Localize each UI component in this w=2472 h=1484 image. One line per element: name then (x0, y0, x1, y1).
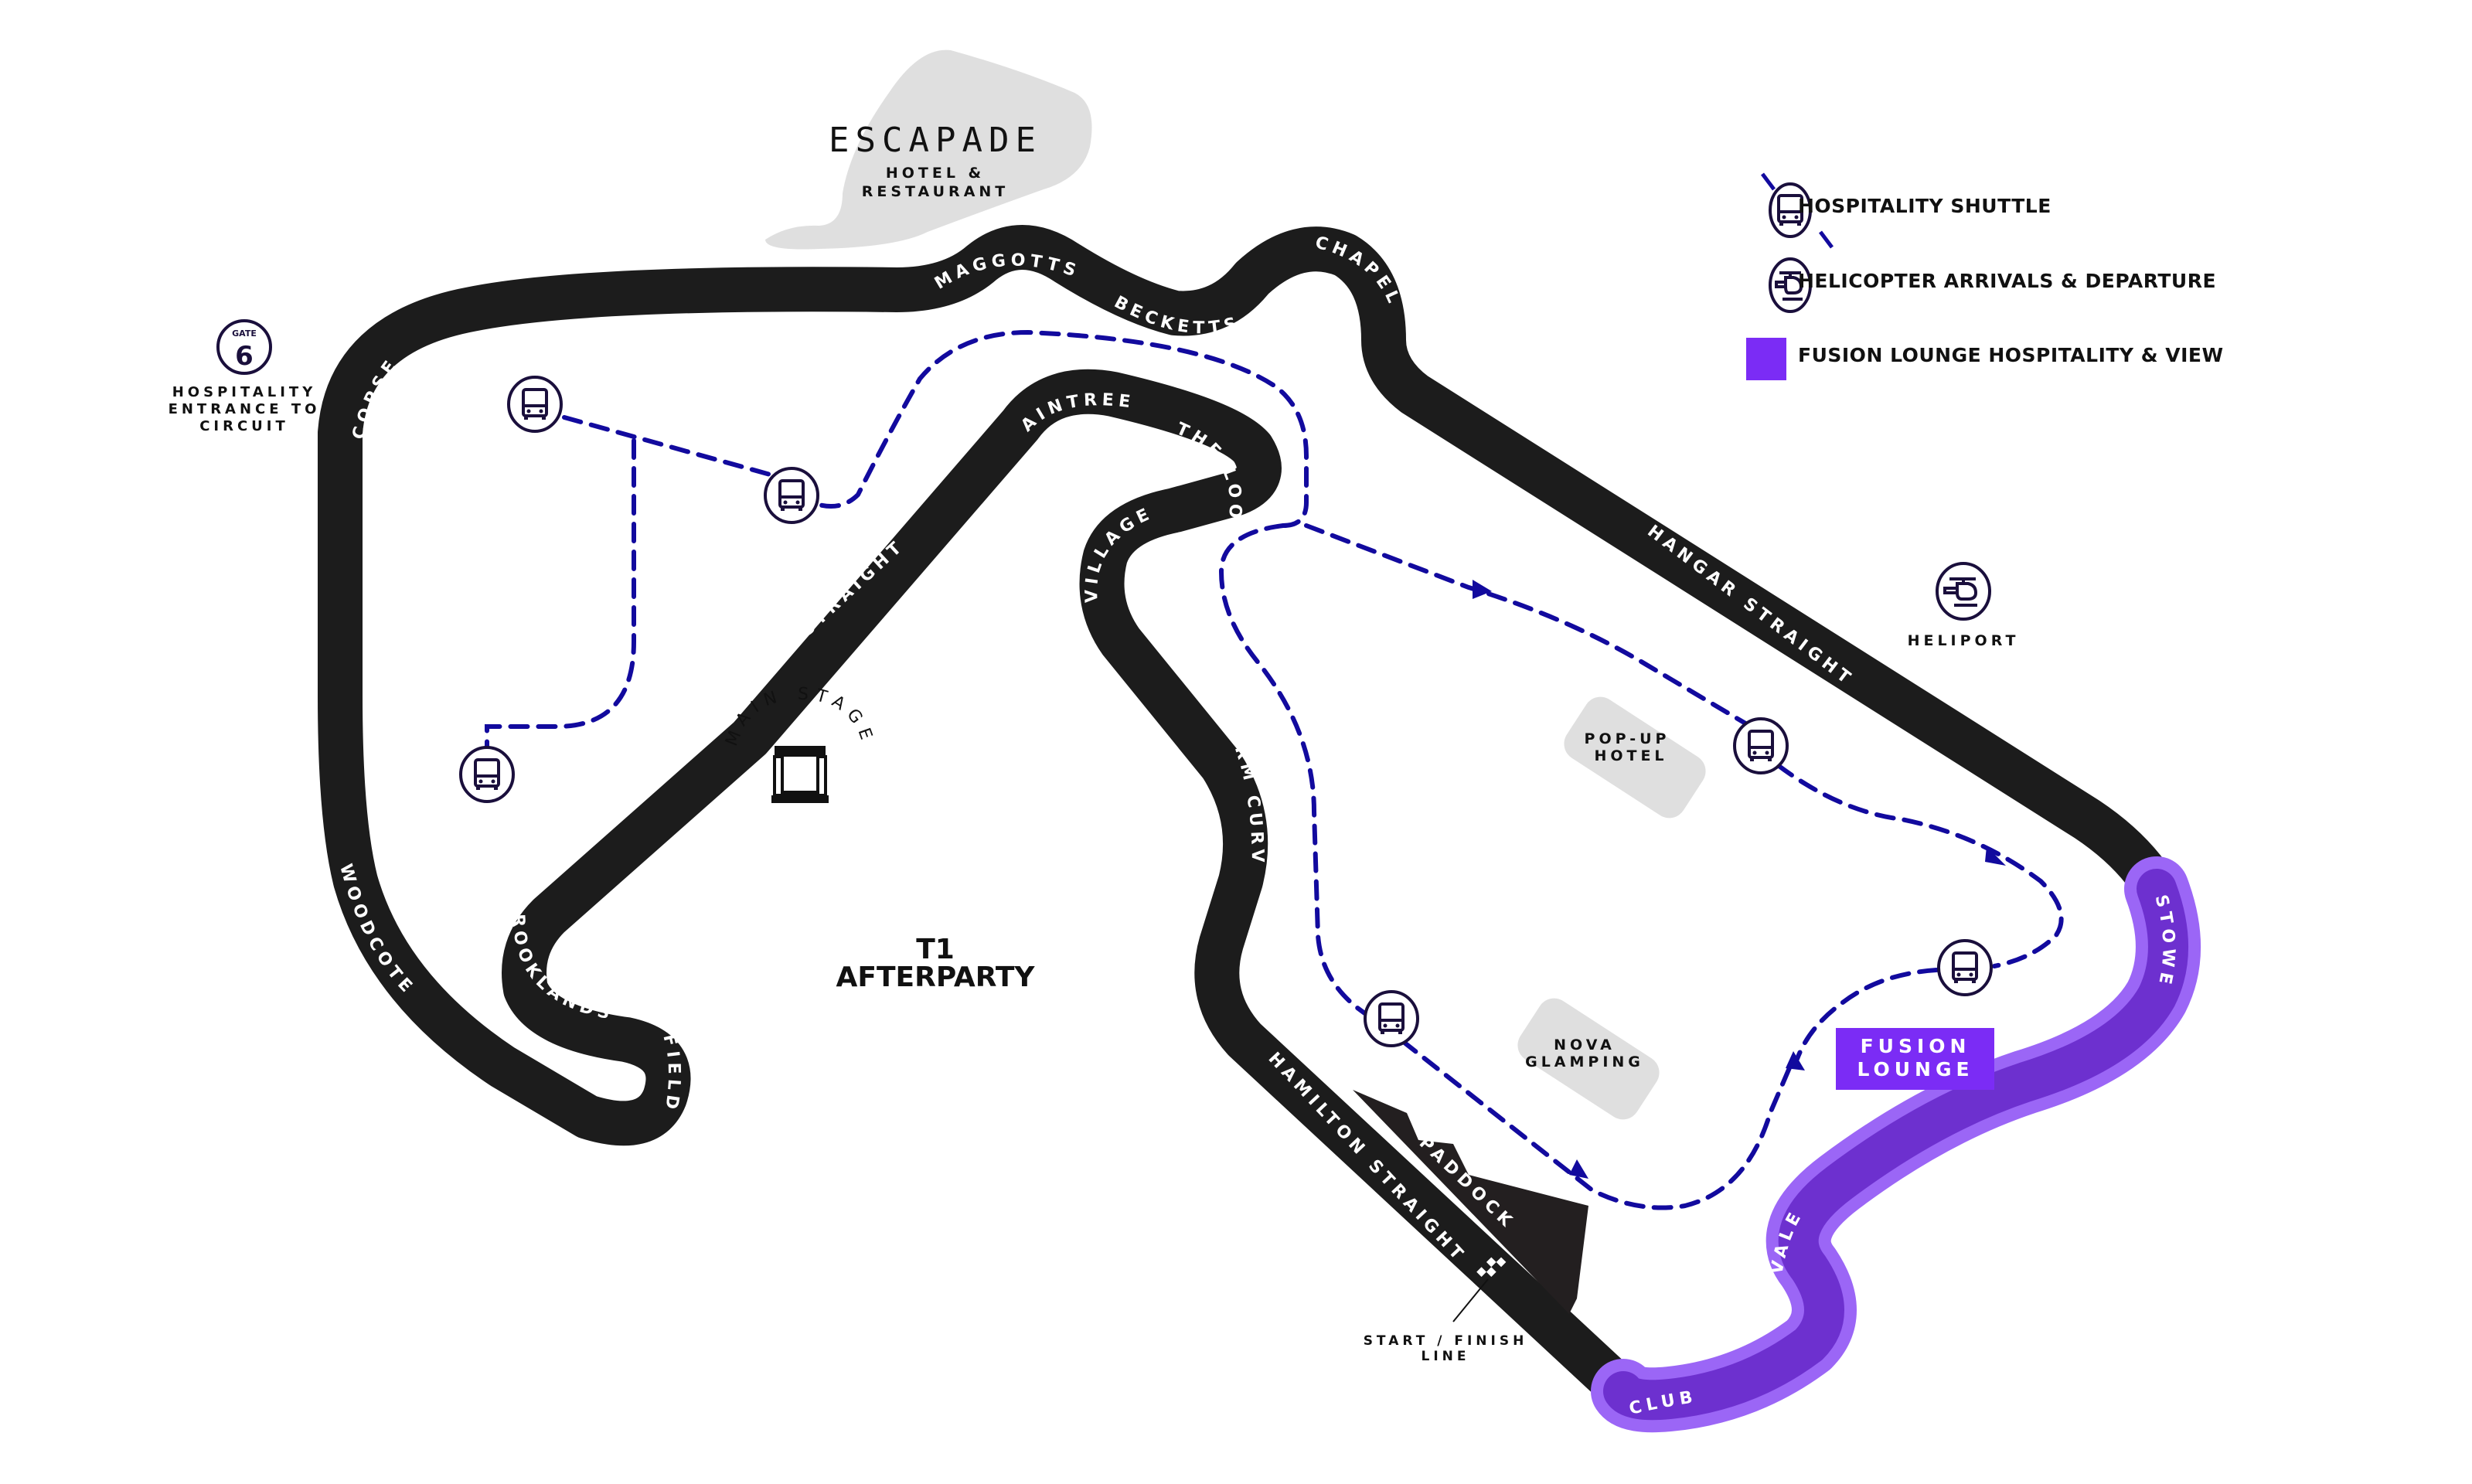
bus-stop-icon[interactable] (459, 746, 515, 803)
route-arrow (1786, 1051, 1805, 1070)
start-finish-line2: LINE (1422, 1349, 1470, 1364)
legend-helicopter-icon (1769, 257, 1812, 313)
gate-small-label: GATE (232, 328, 257, 339)
nova-line1: NOVA (1554, 1036, 1616, 1053)
popup-hotel-zone[interactable] (1558, 690, 1712, 825)
popup-hotel-line2: HOTEL (1594, 747, 1667, 764)
nova-line2: GLAMPING (1525, 1053, 1644, 1070)
legend-bus-icon (1769, 182, 1812, 238)
paddock-building[interactable] (1353, 1090, 1588, 1314)
escapade-line1: HOTEL & (886, 165, 985, 182)
gate-number: 6 (235, 341, 254, 372)
gate-6-badge[interactable] (216, 319, 272, 375)
bus-stop-icon[interactable] (1937, 939, 1993, 996)
start-finish-pointer (1452, 1278, 1489, 1322)
legend-purple-swatch (1746, 338, 1786, 380)
shuttle-stops (459, 376, 1993, 1047)
escapade-line2: RESTAURANT (862, 183, 1010, 200)
bus-stop-icon[interactable] (1733, 717, 1789, 774)
gate-line2: ENTRANCE TO (169, 401, 321, 417)
fusion-line1: FUSION (1861, 1035, 1971, 1057)
gate-line3: CIRCUIT (199, 418, 289, 434)
route-arrow (1473, 580, 1492, 599)
legend-route-dash (1819, 230, 1834, 249)
corner-hangar-straight: HANGAR STRAIGHT (1643, 522, 1857, 690)
heliport-label: HELIPORT (1908, 632, 2020, 649)
legend-route-dash (1761, 172, 1776, 191)
afterparty-line1: T1 (916, 934, 955, 965)
fusion-line2: LOUNGE (1857, 1058, 1973, 1081)
escapade-logo: ESCAPADE (829, 121, 1042, 160)
afterparty-line2: AFTERPARTY (836, 962, 1036, 993)
gate-line1: HOSPITALITY (172, 384, 317, 400)
fusion-track-inner (1603, 869, 2188, 1421)
legend-shuttle-label: HOSPITALITY SHUTTLE (1798, 195, 2051, 217)
stage-icon[interactable] (771, 746, 829, 803)
bus-stop-icon[interactable] (764, 467, 819, 524)
shuttle-routes (485, 329, 2064, 1210)
nova-glamping-zone[interactable] (1511, 992, 1666, 1126)
bus-stop-icon[interactable] (507, 376, 563, 433)
legend-helicopter-label: HELICOPTER ARRIVALS & DEPARTURE (1798, 270, 2217, 292)
bus-icon[interactable] (1769, 182, 1812, 238)
escapade-zone[interactable] (765, 49, 1092, 250)
route-arrow (1985, 846, 2006, 866)
fusion-lounge-badge[interactable] (1836, 1028, 1994, 1090)
heliport-icon[interactable] (1936, 562, 1991, 621)
start-finish-line1: START / FINISH (1364, 1333, 1528, 1349)
circuit-track (318, 225, 2179, 1414)
popup-hotel-line1: POP-UP (1585, 730, 1670, 747)
start-finish-checker (1476, 1257, 1507, 1278)
legend-fusion-label: FUSION LOUNGE HOSPITALITY & VIEW (1798, 344, 2224, 366)
bus-stop-icon[interactable] (1364, 990, 1419, 1047)
route-arrow (1569, 1159, 1588, 1179)
